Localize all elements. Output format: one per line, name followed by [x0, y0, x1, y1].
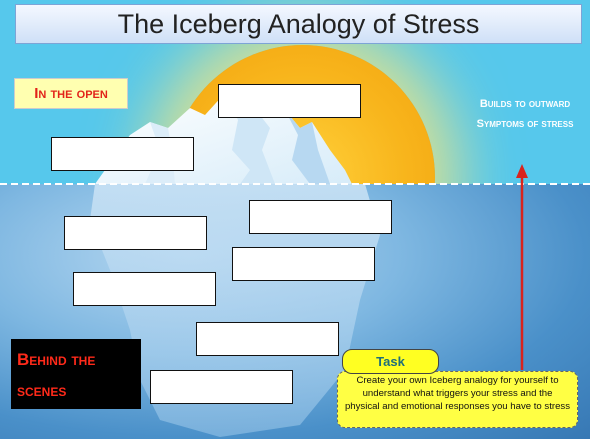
arrow-head: [516, 164, 528, 178]
blank-box[interactable]: [73, 272, 216, 306]
in-the-open-label: In the open: [14, 78, 128, 109]
task-heading: Task: [342, 349, 439, 374]
blank-box[interactable]: [232, 247, 375, 281]
blank-box[interactable]: [218, 84, 361, 118]
builds-to-label: Builds to outward Symptoms of stress: [476, 98, 574, 130]
page-title: The Iceberg Analogy of Stress: [117, 8, 480, 39]
blank-box[interactable]: [249, 200, 392, 234]
title-bar: The Iceberg Analogy of Stress: [15, 4, 582, 44]
blank-box[interactable]: [64, 216, 207, 250]
iceberg-shade: [285, 110, 330, 184]
blank-box[interactable]: [150, 370, 293, 404]
task-instructions: Create your own Iceberg analogy for your…: [337, 371, 578, 428]
blank-box[interactable]: [51, 137, 194, 171]
behind-the-scenes-label: Behind the scenes: [11, 339, 141, 409]
blank-box[interactable]: [196, 322, 339, 356]
